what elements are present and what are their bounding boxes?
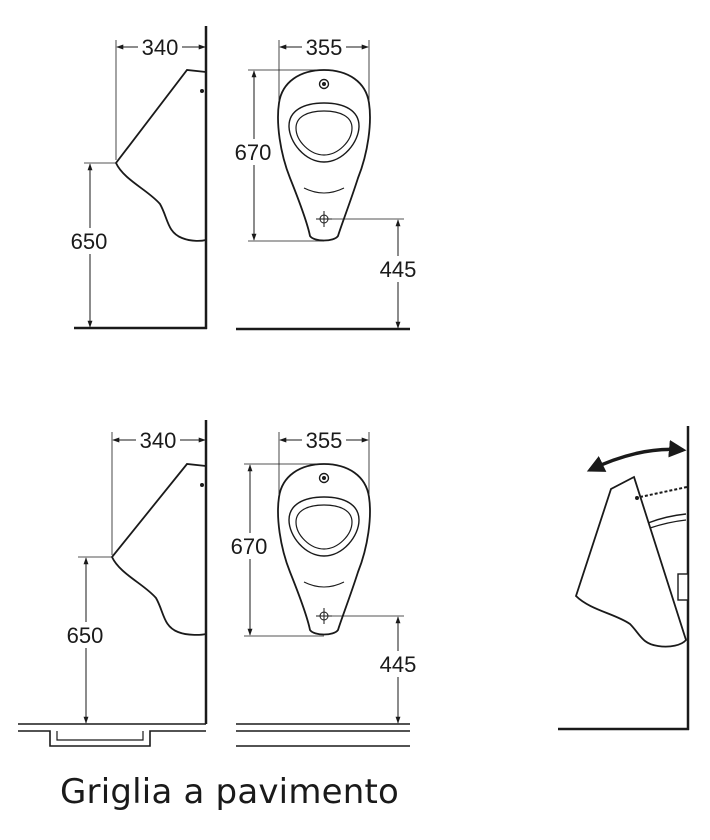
dimension-depth-label: 340: [142, 35, 179, 60]
urinal-side-profile: [110, 463, 207, 636]
chain-icon: [639, 486, 688, 498]
dimension-width-label: 355: [306, 428, 343, 453]
rotation-detail-view: [558, 426, 690, 731]
wall-bracket: [677, 573, 689, 601]
inlet-dot: [200, 89, 204, 93]
dimension-outlet-height-label: 445: [380, 257, 417, 282]
urinal-side-profile: [114, 69, 207, 242]
side-view-floor-grate-version: 340 650: [18, 420, 208, 747]
dimension-depth-label: 340: [140, 428, 177, 453]
dimension-width-label: 355: [306, 35, 343, 60]
dimension-rim-height-label: 650: [67, 623, 104, 648]
urinal-front-outline: [277, 463, 371, 636]
rotation-arrow-icon: [586, 439, 687, 472]
front-view-wall-version: 355 670 445: [232, 34, 419, 331]
front-view-floor-grate-version: 355 670 445: [228, 427, 419, 747]
caption-floor-grate: Griglia a pavimento: [60, 772, 400, 812]
dimension-height-label: 670: [235, 140, 272, 165]
urinal-front-outline: [277, 69, 371, 242]
dimension-rim-height-label: 650: [71, 229, 108, 254]
urinal-tilted-profile: [574, 475, 688, 648]
side-view-wall-version: 340 650: [68, 26, 208, 330]
dimension-outlet-height-label: 445: [380, 652, 417, 677]
dimension-height-label: 670: [231, 534, 268, 559]
